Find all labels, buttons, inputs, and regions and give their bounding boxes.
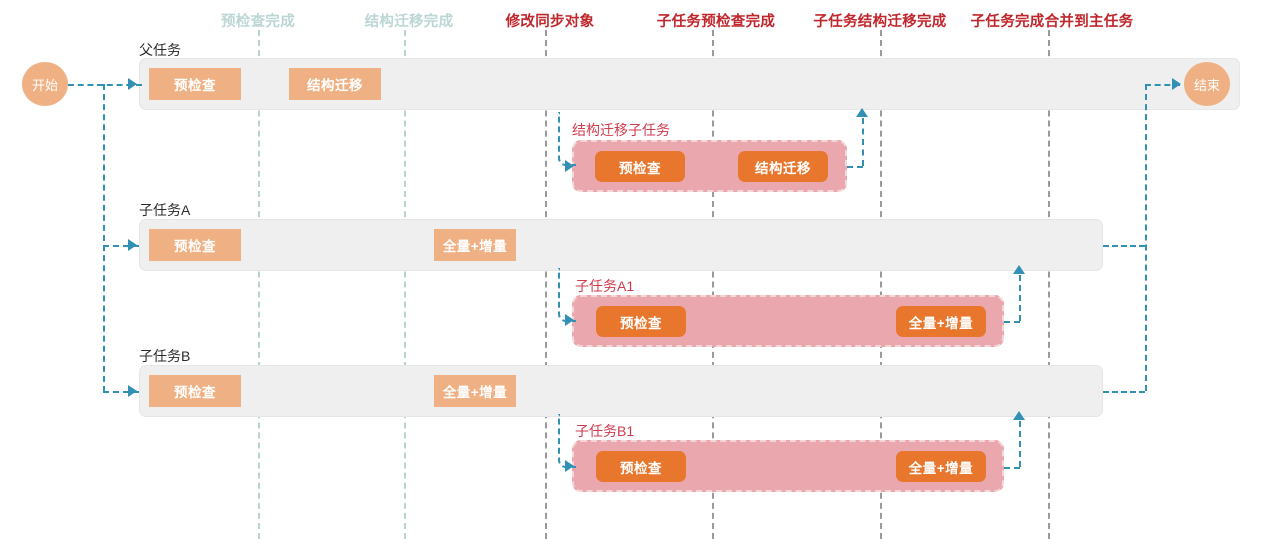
arrow-a1-merge (1013, 265, 1025, 274)
connector-spine-to-subtask-b (103, 391, 139, 393)
connector-a1-out (1004, 321, 1020, 323)
milestone-label-precheck-done: 预检查完成 (221, 14, 295, 30)
connector-spine-to-subtask-a (103, 245, 139, 247)
milestone-line-sub-structure (880, 30, 882, 539)
milestone-line-modify-sync (545, 30, 547, 539)
connector-start-spine (103, 84, 105, 392)
milestone-label-modify-sync: 修改同步对象 (505, 14, 595, 30)
milestone-label-structure-done: 结构迁移完成 (364, 14, 454, 30)
row-title-parent-task: 父任务 (139, 42, 181, 58)
connector-start-to-parent (68, 84, 142, 86)
milestone-line-sub-merge (1048, 30, 1050, 539)
row-title-subtask-a: 子任务A (139, 202, 191, 218)
arrow-into-subtask-a1 (565, 314, 574, 326)
start-node[interactable]: 开始 (22, 62, 68, 106)
block-a1-full-incr[interactable]: 全量+增量 (896, 306, 986, 337)
arrow-into-parent-row (128, 78, 137, 90)
connector-structure-sub-up (862, 118, 864, 166)
arrow-b1-merge (1013, 411, 1025, 420)
arrow-into-subtask-b1 (565, 460, 574, 472)
connector-structure-sub-out (847, 166, 863, 168)
subtask-title-b1: 子任务B1 (575, 423, 635, 439)
block-b1-full-incr[interactable]: 全量+增量 (896, 451, 986, 482)
connector-a1-up (1019, 275, 1021, 321)
block-subtask-b-precheck[interactable]: 预检查 (149, 375, 241, 407)
block-subtask-b-full-incr[interactable]: 全量+增量 (434, 375, 516, 407)
connector-spine-to-end (1145, 84, 1180, 86)
block-subtask-a-full-incr[interactable]: 全量+增量 (434, 229, 516, 261)
milestone-line-precheck-done (258, 30, 260, 539)
arrow-into-structure-sub (565, 160, 574, 172)
arrow-into-subtask-a-row (128, 239, 137, 251)
milestone-label-sub-merge: 子任务完成合并到主任务 (970, 14, 1134, 30)
block-structure-sub-precheck[interactable]: 预检查 (595, 151, 685, 182)
block-structure-sub-migrate[interactable]: 结构迁移 (738, 151, 828, 182)
end-node[interactable]: 结束 (1184, 62, 1230, 106)
milestone-line-structure-done (404, 30, 406, 539)
connector-end-spine (1145, 84, 1147, 391)
arrow-into-end-node (1172, 78, 1181, 90)
connector-parent-to-structure-sub (558, 112, 576, 166)
milestone-line-sub-precheck (712, 30, 714, 539)
connector-subtask-a-to-end (1103, 245, 1145, 247)
block-subtask-a-precheck[interactable]: 预检查 (149, 229, 241, 261)
connector-b1-out (1004, 467, 1020, 469)
arrow-structure-sub-merge (856, 108, 868, 117)
block-b1-precheck[interactable]: 预检查 (596, 451, 686, 482)
row-title-subtask-b: 子任务B (139, 348, 191, 364)
subtask-title-a1: 子任务A1 (575, 278, 635, 294)
block-parent-structure[interactable]: 结构迁移 (289, 68, 381, 100)
milestone-label-sub-precheck: 子任务预检查完成 (656, 14, 776, 30)
milestone-label-sub-structure: 子任务结构迁移完成 (813, 14, 947, 30)
row-subtask-a (139, 219, 1103, 271)
block-a1-precheck[interactable]: 预检查 (596, 306, 686, 337)
connector-subtask-b-to-end (1103, 391, 1145, 393)
arrow-into-subtask-b-row (128, 385, 137, 397)
row-subtask-b (139, 365, 1103, 417)
block-parent-precheck[interactable]: 预检查 (149, 68, 241, 100)
connector-b1-up (1019, 421, 1021, 467)
subtask-title-structure-migration: 结构迁移子任务 (572, 122, 670, 138)
